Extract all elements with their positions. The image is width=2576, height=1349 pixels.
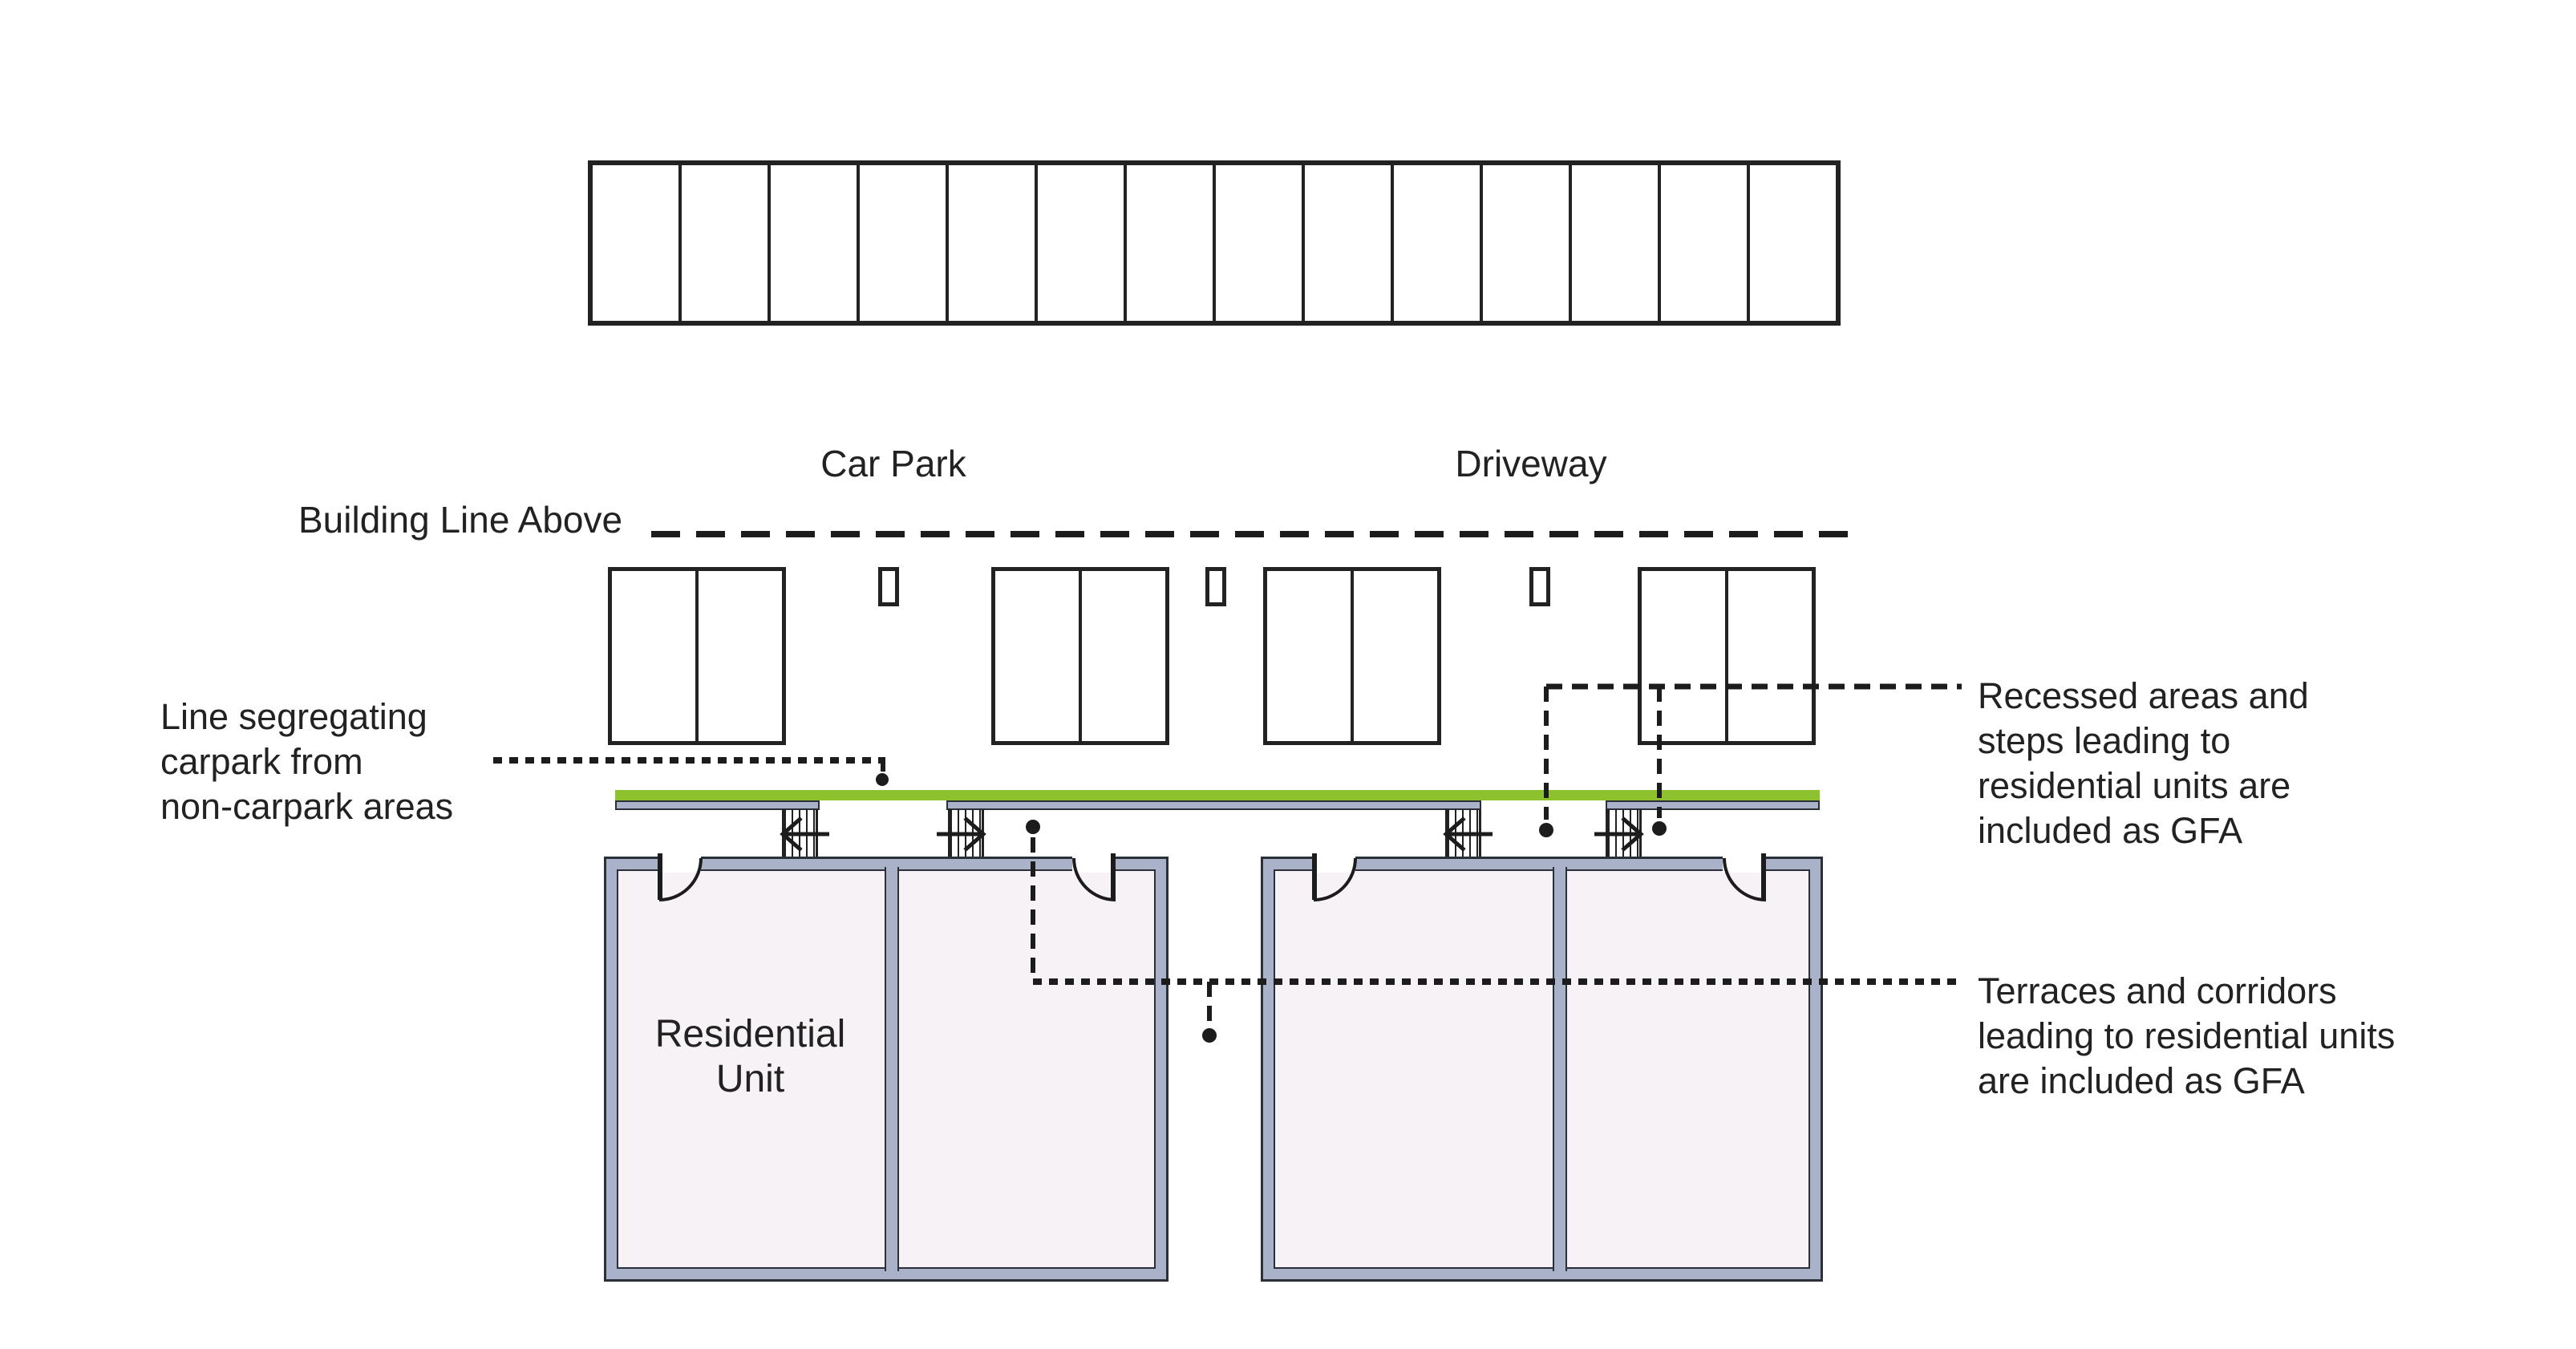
driveway-label: Driveway (1455, 443, 1607, 484)
post-3 (1529, 567, 1550, 606)
residential-block-1 (604, 857, 1169, 1282)
unit-divider-wall (1553, 867, 1567, 1271)
parking-stall (860, 165, 949, 321)
car-box-divider (1079, 571, 1082, 741)
carpark-segregation-line (615, 790, 1820, 800)
car-box-3 (1263, 567, 1441, 745)
building-line-label: Building Line Above (298, 499, 623, 541)
car-box-1 (608, 567, 786, 745)
car-box-divider (695, 571, 699, 741)
stair-3 (1445, 809, 1481, 857)
terraces-annotation: Terraces and corridors leading to reside… (1978, 970, 2396, 1101)
stair-4 (1606, 809, 1642, 857)
block-interior (1274, 869, 1810, 1269)
terrace-slab-middle (946, 800, 1481, 810)
terraces-leader-dot-1 (1026, 820, 1040, 834)
parking-stall (682, 165, 771, 321)
stair-1 (782, 809, 818, 857)
parking-stall (1661, 165, 1750, 321)
parking-stall (1038, 165, 1127, 321)
recessed-leader-dot-1 (1539, 823, 1553, 837)
terraces-leader-dot-2 (1202, 1028, 1217, 1043)
parking-stall (1127, 165, 1216, 321)
segregating-leader-dot (876, 773, 889, 786)
post-1 (878, 567, 899, 606)
car-box-4 (1638, 567, 1816, 745)
parking-stall (1394, 165, 1483, 321)
parking-stall (1572, 165, 1661, 321)
unit-divider-wall (885, 867, 899, 1271)
parking-stall (1216, 165, 1305, 321)
car-box-2 (991, 567, 1169, 745)
parking-stall (593, 165, 682, 321)
parking-stall (1750, 165, 1836, 321)
parking-stall (1305, 165, 1394, 321)
segregating-annotation: Line segregating carpark from non-carpar… (160, 696, 454, 827)
car-box-divider (1725, 571, 1728, 741)
parking-stall (949, 165, 1038, 321)
residential-unit-label: Residential Unit (654, 1013, 846, 1100)
residential-block-2 (1261, 857, 1823, 1282)
car-box-divider (1351, 571, 1354, 741)
terrace-slab-left (615, 800, 820, 810)
car-park-label: Car Park (820, 443, 966, 484)
recessed-leader-dot-2 (1652, 821, 1667, 836)
stair-2 (948, 809, 984, 857)
recessed-annotation: Recessed areas and steps leading to resi… (1978, 675, 2309, 851)
parking-stall (1483, 165, 1572, 321)
parking-stall (771, 165, 860, 321)
car-park-stall-row (588, 160, 1841, 326)
post-2 (1205, 567, 1226, 606)
